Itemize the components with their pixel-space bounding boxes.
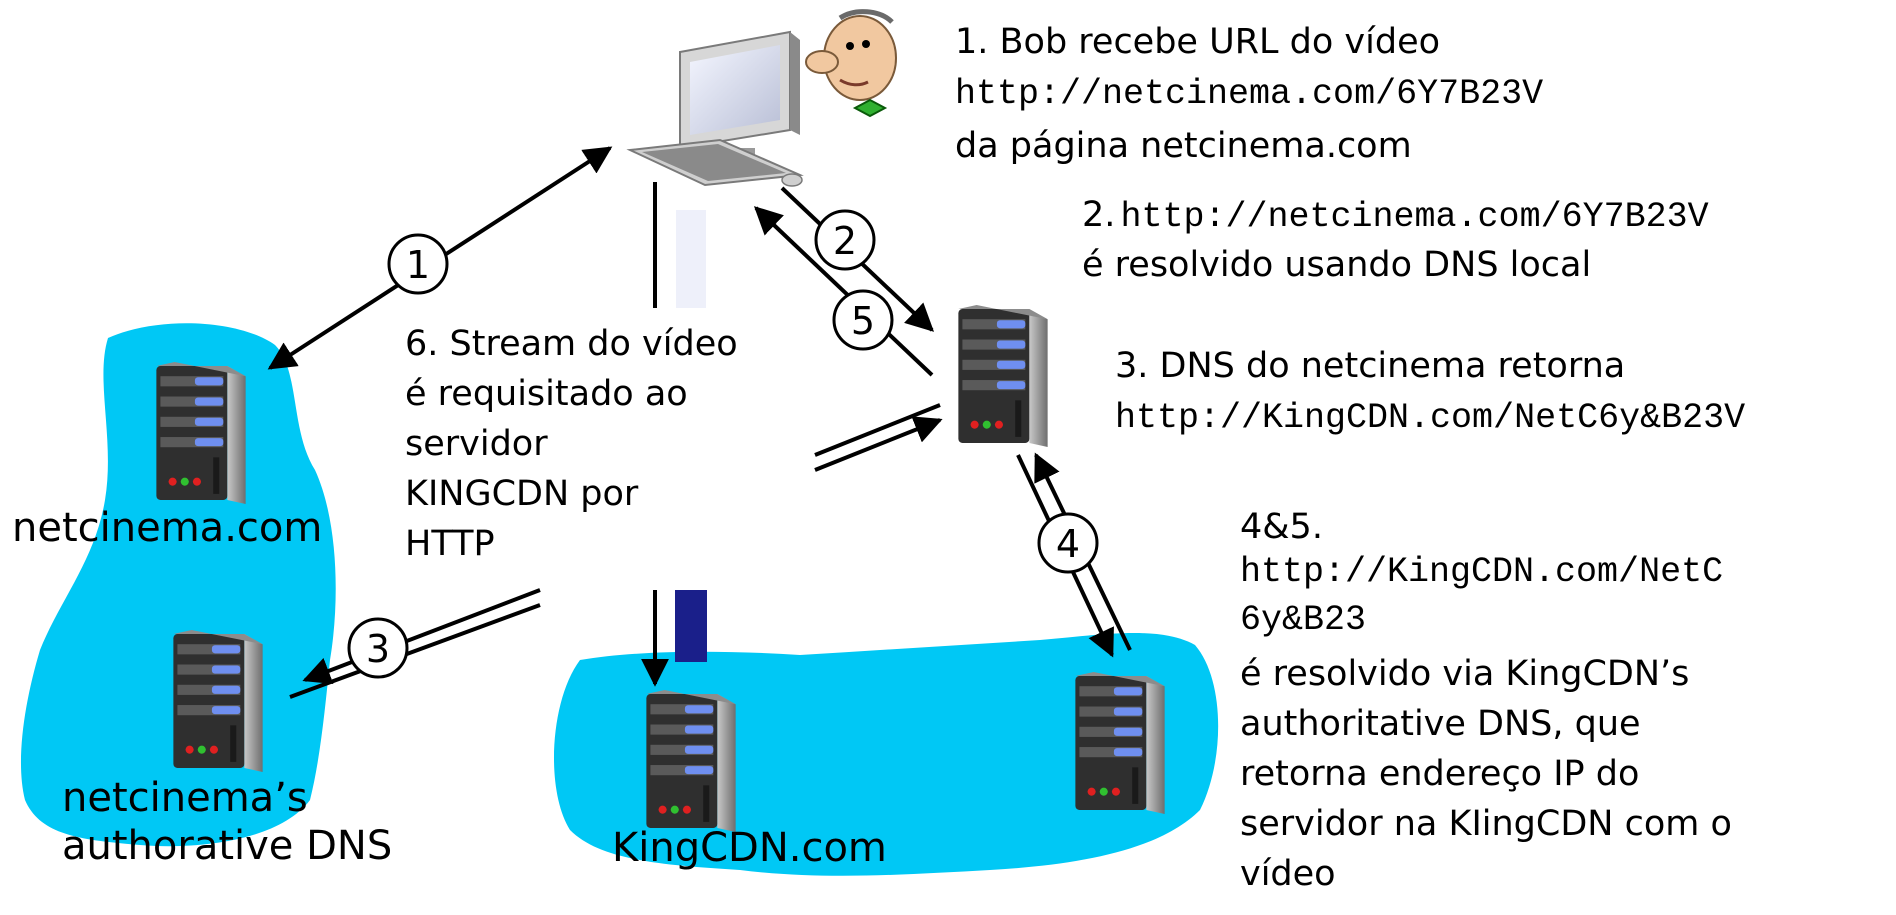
stream-bar-bottom bbox=[675, 590, 707, 662]
svg-text:2: 2 bbox=[833, 219, 857, 263]
step-6-line5: HTTP bbox=[405, 524, 495, 564]
step-1-url: http://netcinema.com/6Y7B23V bbox=[955, 74, 1544, 114]
svg-text:4: 4 bbox=[1056, 522, 1080, 566]
stream-bar-top bbox=[676, 210, 706, 308]
step-4-line4: é resolvido via KingCDN’s bbox=[1240, 654, 1690, 694]
arrow-3-line-b bbox=[814, 416, 943, 472]
step-5-badge: 5 bbox=[832, 289, 894, 351]
step-3-badge: 3 bbox=[347, 617, 409, 679]
step-4-url-line2: 6y&B23 bbox=[1240, 600, 1367, 640]
step-6-line4: KINGCDN por bbox=[405, 474, 639, 514]
svg-text:3: 3 bbox=[366, 627, 390, 671]
step-2-line1: 2. http://netcinema.com/6Y7B23V bbox=[1082, 193, 1709, 239]
arrow-5 bbox=[753, 206, 934, 377]
kingcdn-server bbox=[646, 690, 736, 832]
netcinema-dns-label-line2: authorative DNS bbox=[62, 823, 393, 869]
step-6-line1: 6. Stream do vídeo bbox=[405, 324, 738, 364]
step-4-title: 4&5. bbox=[1240, 507, 1323, 547]
step-6-line2: é requisitado ao bbox=[405, 374, 688, 414]
svg-text:1: 1 bbox=[406, 243, 430, 287]
step-4-line8: vídeo bbox=[1240, 854, 1336, 894]
netcinema-server bbox=[156, 362, 246, 504]
computer-icon bbox=[626, 30, 804, 187]
step-4-url-line1: http://KingCDN.com/NetC bbox=[1240, 552, 1724, 592]
step-3-url: http://KingCDN.com/NetC6y&B23V bbox=[1115, 398, 1746, 438]
local-dns-server bbox=[958, 305, 1048, 447]
step-2-desc: é resolvido usando DNS local bbox=[1082, 245, 1592, 285]
step-1-title: 1. Bob recebe URL do vídeo bbox=[955, 22, 1441, 62]
step-1-source: da página netcinema.com bbox=[955, 126, 1412, 166]
step-2-url: http://netcinema.com/6Y7B23V bbox=[1120, 197, 1709, 237]
step-4-line6: retorna endereço IP do bbox=[1240, 754, 1640, 794]
kingcdn-dns-server bbox=[1075, 672, 1165, 814]
netcinema-label: netcinema.com bbox=[12, 505, 323, 551]
step-2-badge: 2 bbox=[814, 209, 876, 271]
step-4-line5: authoritative DNS, que bbox=[1240, 704, 1641, 744]
arrow-3-line-c bbox=[302, 588, 541, 685]
step-2-prefix: 2. bbox=[1082, 195, 1116, 235]
arrow-3-line-a bbox=[814, 403, 941, 457]
step-3-title: 3. DNS do netcinema retorna bbox=[1115, 346, 1626, 386]
arrow-3-line-d bbox=[289, 603, 541, 699]
step-4-badge: 4 bbox=[1037, 512, 1099, 574]
kingcdn-label: KingCDN.com bbox=[612, 825, 887, 871]
step-1-badge: 1 bbox=[387, 233, 449, 295]
step-6-line3: servidor bbox=[405, 424, 548, 464]
step-4-line7: servidor na KIingCDN com o bbox=[1240, 804, 1732, 844]
svg-text:5: 5 bbox=[851, 299, 875, 343]
netcinema-dns-server bbox=[173, 630, 263, 772]
netcinema-dns-label-line1: netcinema’s bbox=[62, 775, 308, 821]
bob-avatar-icon bbox=[805, 9, 897, 118]
